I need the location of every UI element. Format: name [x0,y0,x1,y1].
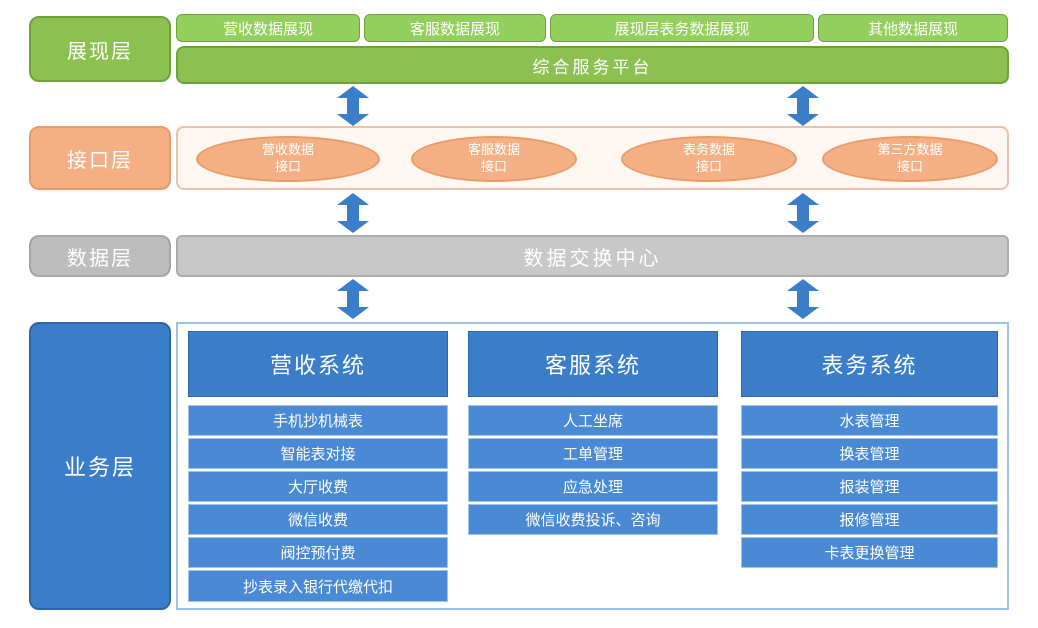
meter-data-interface: 表务数据 接口 [621,136,797,182]
list-item: 水表管理 [741,405,998,436]
ellipse-line2: 接口 [480,160,507,175]
ellipse-line1: 第三方数据 [877,143,943,158]
ellipse-line2: 接口 [695,160,722,175]
data-layer-label: 数据层 [29,235,171,277]
revenue-system-header: 营收系统 [188,331,448,397]
customer-service-system-header: 客服系统 [468,331,718,397]
list-item: 微信收费投诉、咨询 [468,504,718,535]
service-data-interface: 客服数据 接口 [411,136,577,182]
list-item: 抄表录入银行代缴代扣 [188,570,448,602]
interface-layer-label: 接口层 [29,126,171,190]
meter-system-header: 表务系统 [741,331,998,397]
double-arrow-vertical-icon [336,86,370,126]
ellipse-line2: 接口 [896,160,923,175]
ellipse-line1: 客服数据 [467,143,520,158]
list-item: 报装管理 [741,471,998,502]
presentation-layer-label: 展现层 [29,16,171,82]
list-item: 人工坐席 [468,405,718,436]
ellipse-line1: 表务数据 [682,143,735,158]
list-item: 应急处理 [468,471,718,502]
tab-other-display[interactable]: 其他数据展现 [818,14,1008,42]
ellipse-line2: 接口 [274,160,301,175]
tab-service-display[interactable]: 客服数据展现 [364,14,546,42]
list-item: 手机抄机械表 [188,405,448,436]
double-arrow-vertical-icon [336,193,370,233]
integrated-service-platform: 综合服务平台 [176,46,1009,84]
list-item: 工单管理 [468,438,718,469]
data-exchange-center: 数据交换中心 [176,235,1009,277]
list-item: 微信收费 [188,504,448,535]
double-arrow-vertical-icon [336,279,370,319]
list-item: 阀控预付费 [188,537,448,568]
tab-meter-display[interactable]: 展现层表务数据展现 [550,14,814,42]
list-item: 智能表对接 [188,438,448,469]
double-arrow-vertical-icon [786,279,820,319]
double-arrow-vertical-icon [786,193,820,233]
double-arrow-vertical-icon [786,86,820,126]
tab-revenue-display[interactable]: 营收数据展现 [176,14,360,42]
revenue-data-interface: 营收数据 接口 [196,136,380,182]
third-party-data-interface: 第三方数据 接口 [822,136,998,182]
list-item: 报修管理 [741,504,998,535]
list-item: 大厅收费 [188,471,448,502]
ellipse-line1: 营收数据 [261,143,314,158]
list-item: 换表管理 [741,438,998,469]
business-layer-label: 业务层 [29,322,171,610]
list-item: 卡表更换管理 [741,537,998,568]
